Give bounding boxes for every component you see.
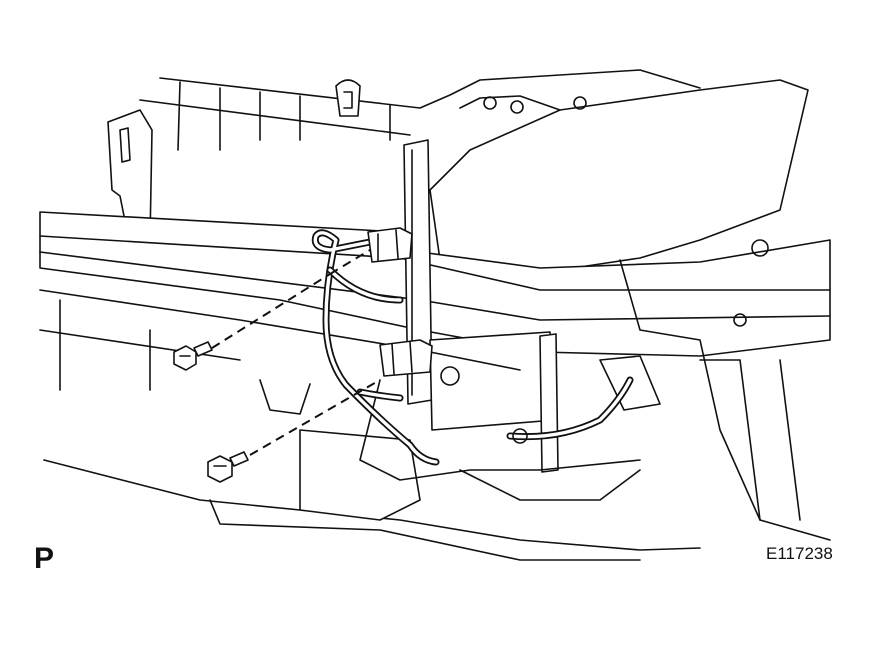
- view-letter: P: [34, 542, 55, 575]
- top-clip: [335, 79, 361, 117]
- lower-bolt: [207, 451, 249, 483]
- wire-harness: [311, 229, 634, 466]
- radiator-assembly: [139, 69, 701, 151]
- horn-bracket: [429, 331, 559, 473]
- upper-bolt: [173, 341, 213, 371]
- upper-cover: [429, 79, 809, 271]
- connector-icon: [367, 227, 433, 377]
- bolt-icon: [173, 341, 249, 483]
- bolt-alignment-lines: [211, 249, 381, 456]
- mounting-holes: [512, 239, 769, 444]
- figure-code: E117238: [766, 544, 833, 563]
